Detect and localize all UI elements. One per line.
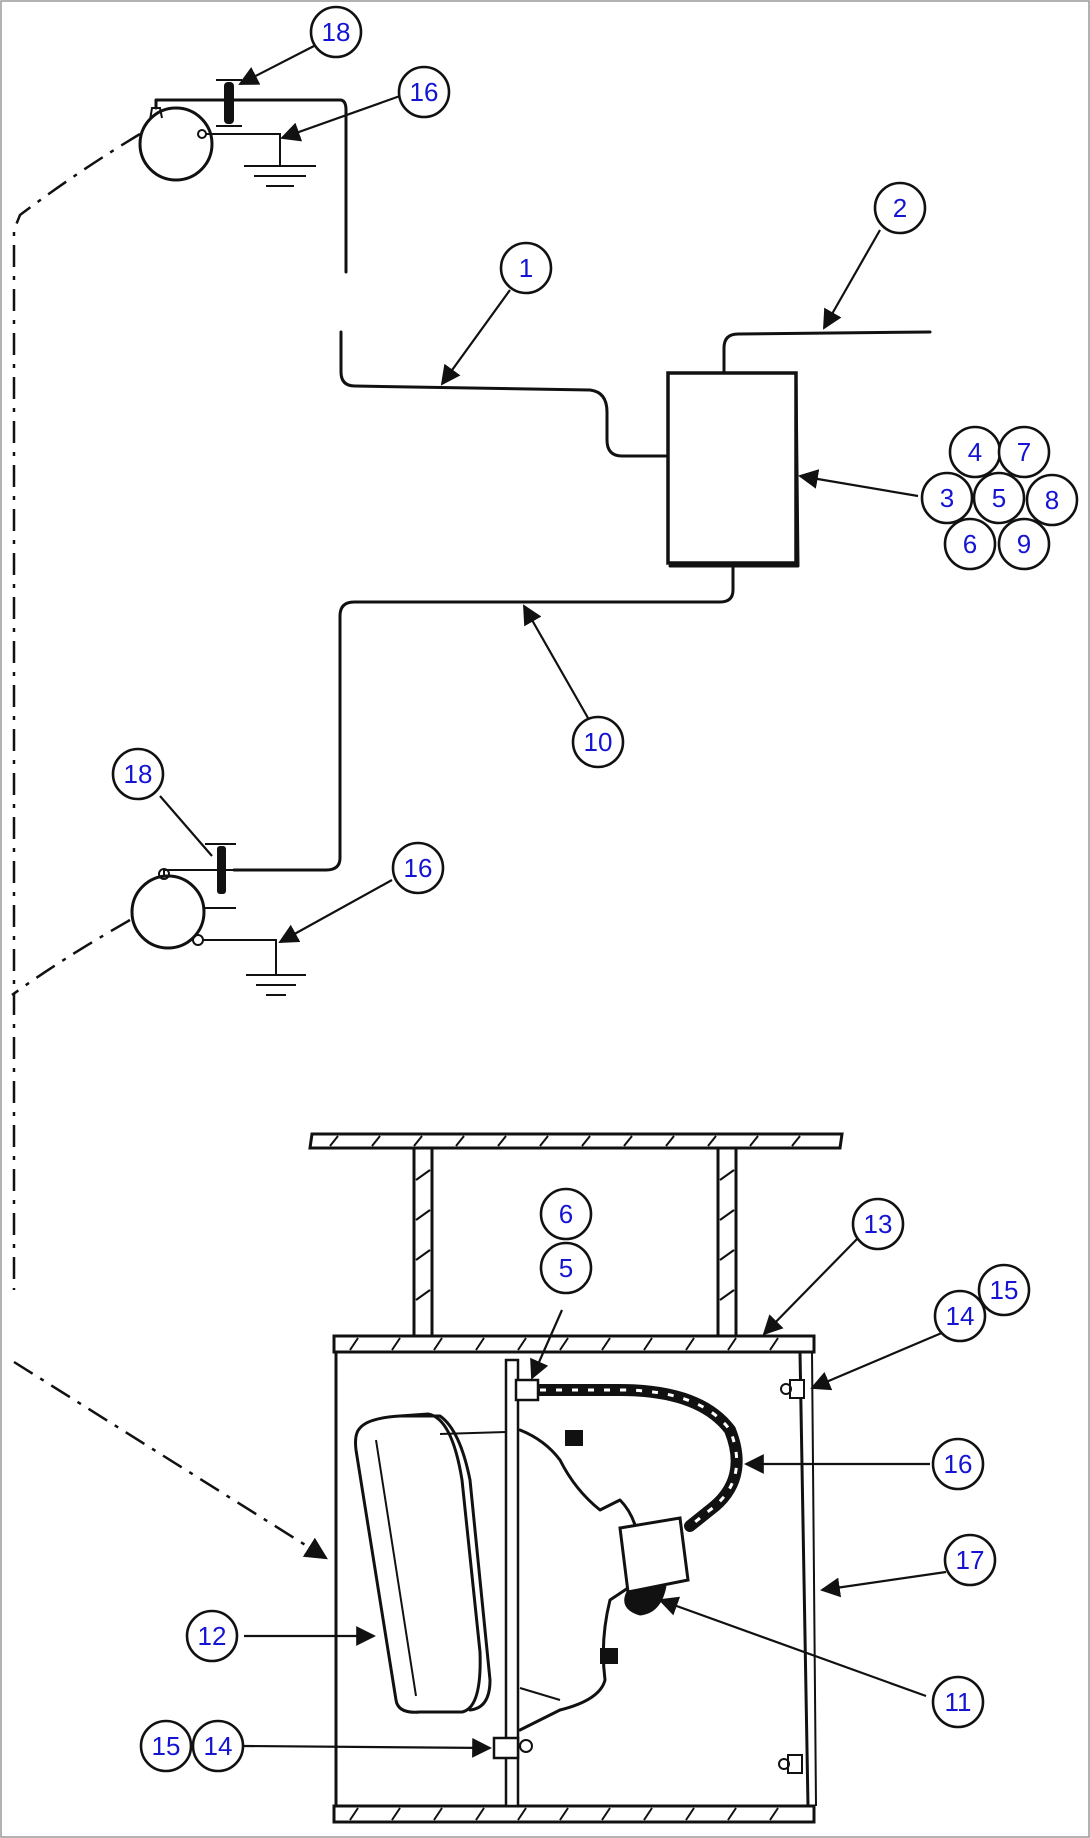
callout-13: 13 (851, 1197, 905, 1251)
callout-label: 18 (322, 17, 351, 47)
leader-18-upper (238, 45, 315, 85)
callout-2: 2 (873, 181, 927, 235)
wire-10 (232, 564, 735, 872)
lamp-connector-housing (618, 1516, 690, 1616)
callout-label: 6 (559, 1199, 573, 1229)
callout-label: 12 (198, 1621, 227, 1651)
callout-label: 11 (945, 1687, 972, 1717)
callout-10: 10 (571, 715, 625, 769)
mounting-box-top-plate (332, 1334, 816, 1354)
callout-label: 5 (559, 1253, 573, 1283)
leader-13 (762, 1237, 859, 1336)
leader-11 (658, 1596, 927, 1698)
callout-label: 14 (946, 1301, 975, 1331)
callout-label: 10 (584, 727, 613, 757)
callout-label: 5 (992, 483, 1006, 513)
callout-7: 7 (997, 425, 1051, 479)
leader-10 (523, 604, 589, 719)
callout-label: 13 (864, 1209, 893, 1239)
callout-6: 6 (943, 517, 997, 571)
upper-lamp (138, 98, 348, 274)
callout-11: 11 (931, 1675, 985, 1729)
callout-label: 9 (1017, 529, 1031, 559)
callout-label: 8 (1045, 485, 1059, 515)
mounting-left-post (412, 1146, 434, 1338)
lower-lamp (130, 868, 277, 970)
lower-ground-symbol (246, 970, 306, 996)
callout-5-box: 5 (539, 1241, 593, 1295)
callout-5: 5 (972, 471, 1026, 525)
callout-label: 18 (124, 759, 153, 789)
upper-connector (216, 79, 242, 127)
callout-17: 17 (943, 1533, 997, 1587)
upper-ground-symbol (244, 150, 316, 187)
callout-14-lower: 14 (191, 1719, 245, 1773)
callout-label: 15 (990, 1275, 1019, 1305)
callout-9: 9 (997, 517, 1051, 571)
callout-18-upper: 18 (309, 5, 363, 59)
wire-1 (339, 330, 672, 458)
callout-cluster-3-9: 4 7 3 5 8 6 9 (920, 425, 1079, 571)
callout-8: 8 (1025, 473, 1079, 527)
callout-14-upper: 14 (933, 1289, 987, 1343)
ground-cable (534, 1384, 743, 1532)
leader-1 (440, 289, 511, 386)
callout-label: 16 (944, 1449, 973, 1479)
headlamp (354, 1412, 642, 1732)
callout-label: 15 (152, 1731, 181, 1761)
callout-18-lower: 18 (111, 747, 165, 801)
callout-label: 16 (404, 853, 433, 883)
mounting-bolts (492, 1378, 805, 1774)
leader-5-6 (530, 1309, 564, 1380)
leader-14-15-lower (243, 1737, 492, 1758)
dashed-reference-upper (12, 132, 141, 1290)
lamp-bracket (504, 1358, 520, 1808)
callout-label: 2 (893, 193, 907, 223)
callout-label: 3 (940, 483, 954, 513)
callout-label: 7 (1017, 437, 1031, 467)
leader-17 (820, 1570, 947, 1598)
callout-label: 4 (968, 437, 982, 467)
mounting-box-sides (334, 1350, 817, 1808)
mounting-right-post (716, 1146, 738, 1338)
dashed-reference-arrow (13, 1360, 328, 1560)
callout-label: 14 (204, 1731, 233, 1761)
callout-4: 4 (948, 425, 1002, 479)
mounting-top-plate (308, 1132, 844, 1150)
callout-label: 6 (963, 529, 977, 559)
callout-16-lower: 16 (391, 841, 445, 895)
callout-label: 17 (956, 1545, 985, 1575)
callout-16-upper: 16 (397, 65, 451, 119)
callout-15-upper: 15 (977, 1263, 1031, 1317)
leader-18-lower (159, 795, 213, 857)
dashed-reference-lower (11, 918, 131, 997)
leader-2 (823, 229, 881, 330)
callout-label: 16 (410, 77, 439, 107)
leader-14-15-upper (810, 1330, 945, 1391)
callout-3: 3 (920, 471, 974, 525)
wire-2 (722, 330, 932, 374)
callout-label: 1 (519, 253, 533, 283)
callout-6-box: 6 (539, 1187, 593, 1241)
callout-12: 12 (185, 1609, 239, 1663)
leader-16-upper (280, 94, 401, 142)
callout-1: 1 (499, 241, 553, 295)
callout-15-lower: 15 (139, 1719, 193, 1773)
mounting-box-bottom-plate (332, 1804, 816, 1824)
junction-box (666, 371, 800, 568)
leader-16-lower (278, 879, 393, 943)
callout-16-box: 16 (931, 1437, 985, 1491)
leader-3-9 (798, 469, 919, 498)
lower-connector (205, 843, 236, 909)
